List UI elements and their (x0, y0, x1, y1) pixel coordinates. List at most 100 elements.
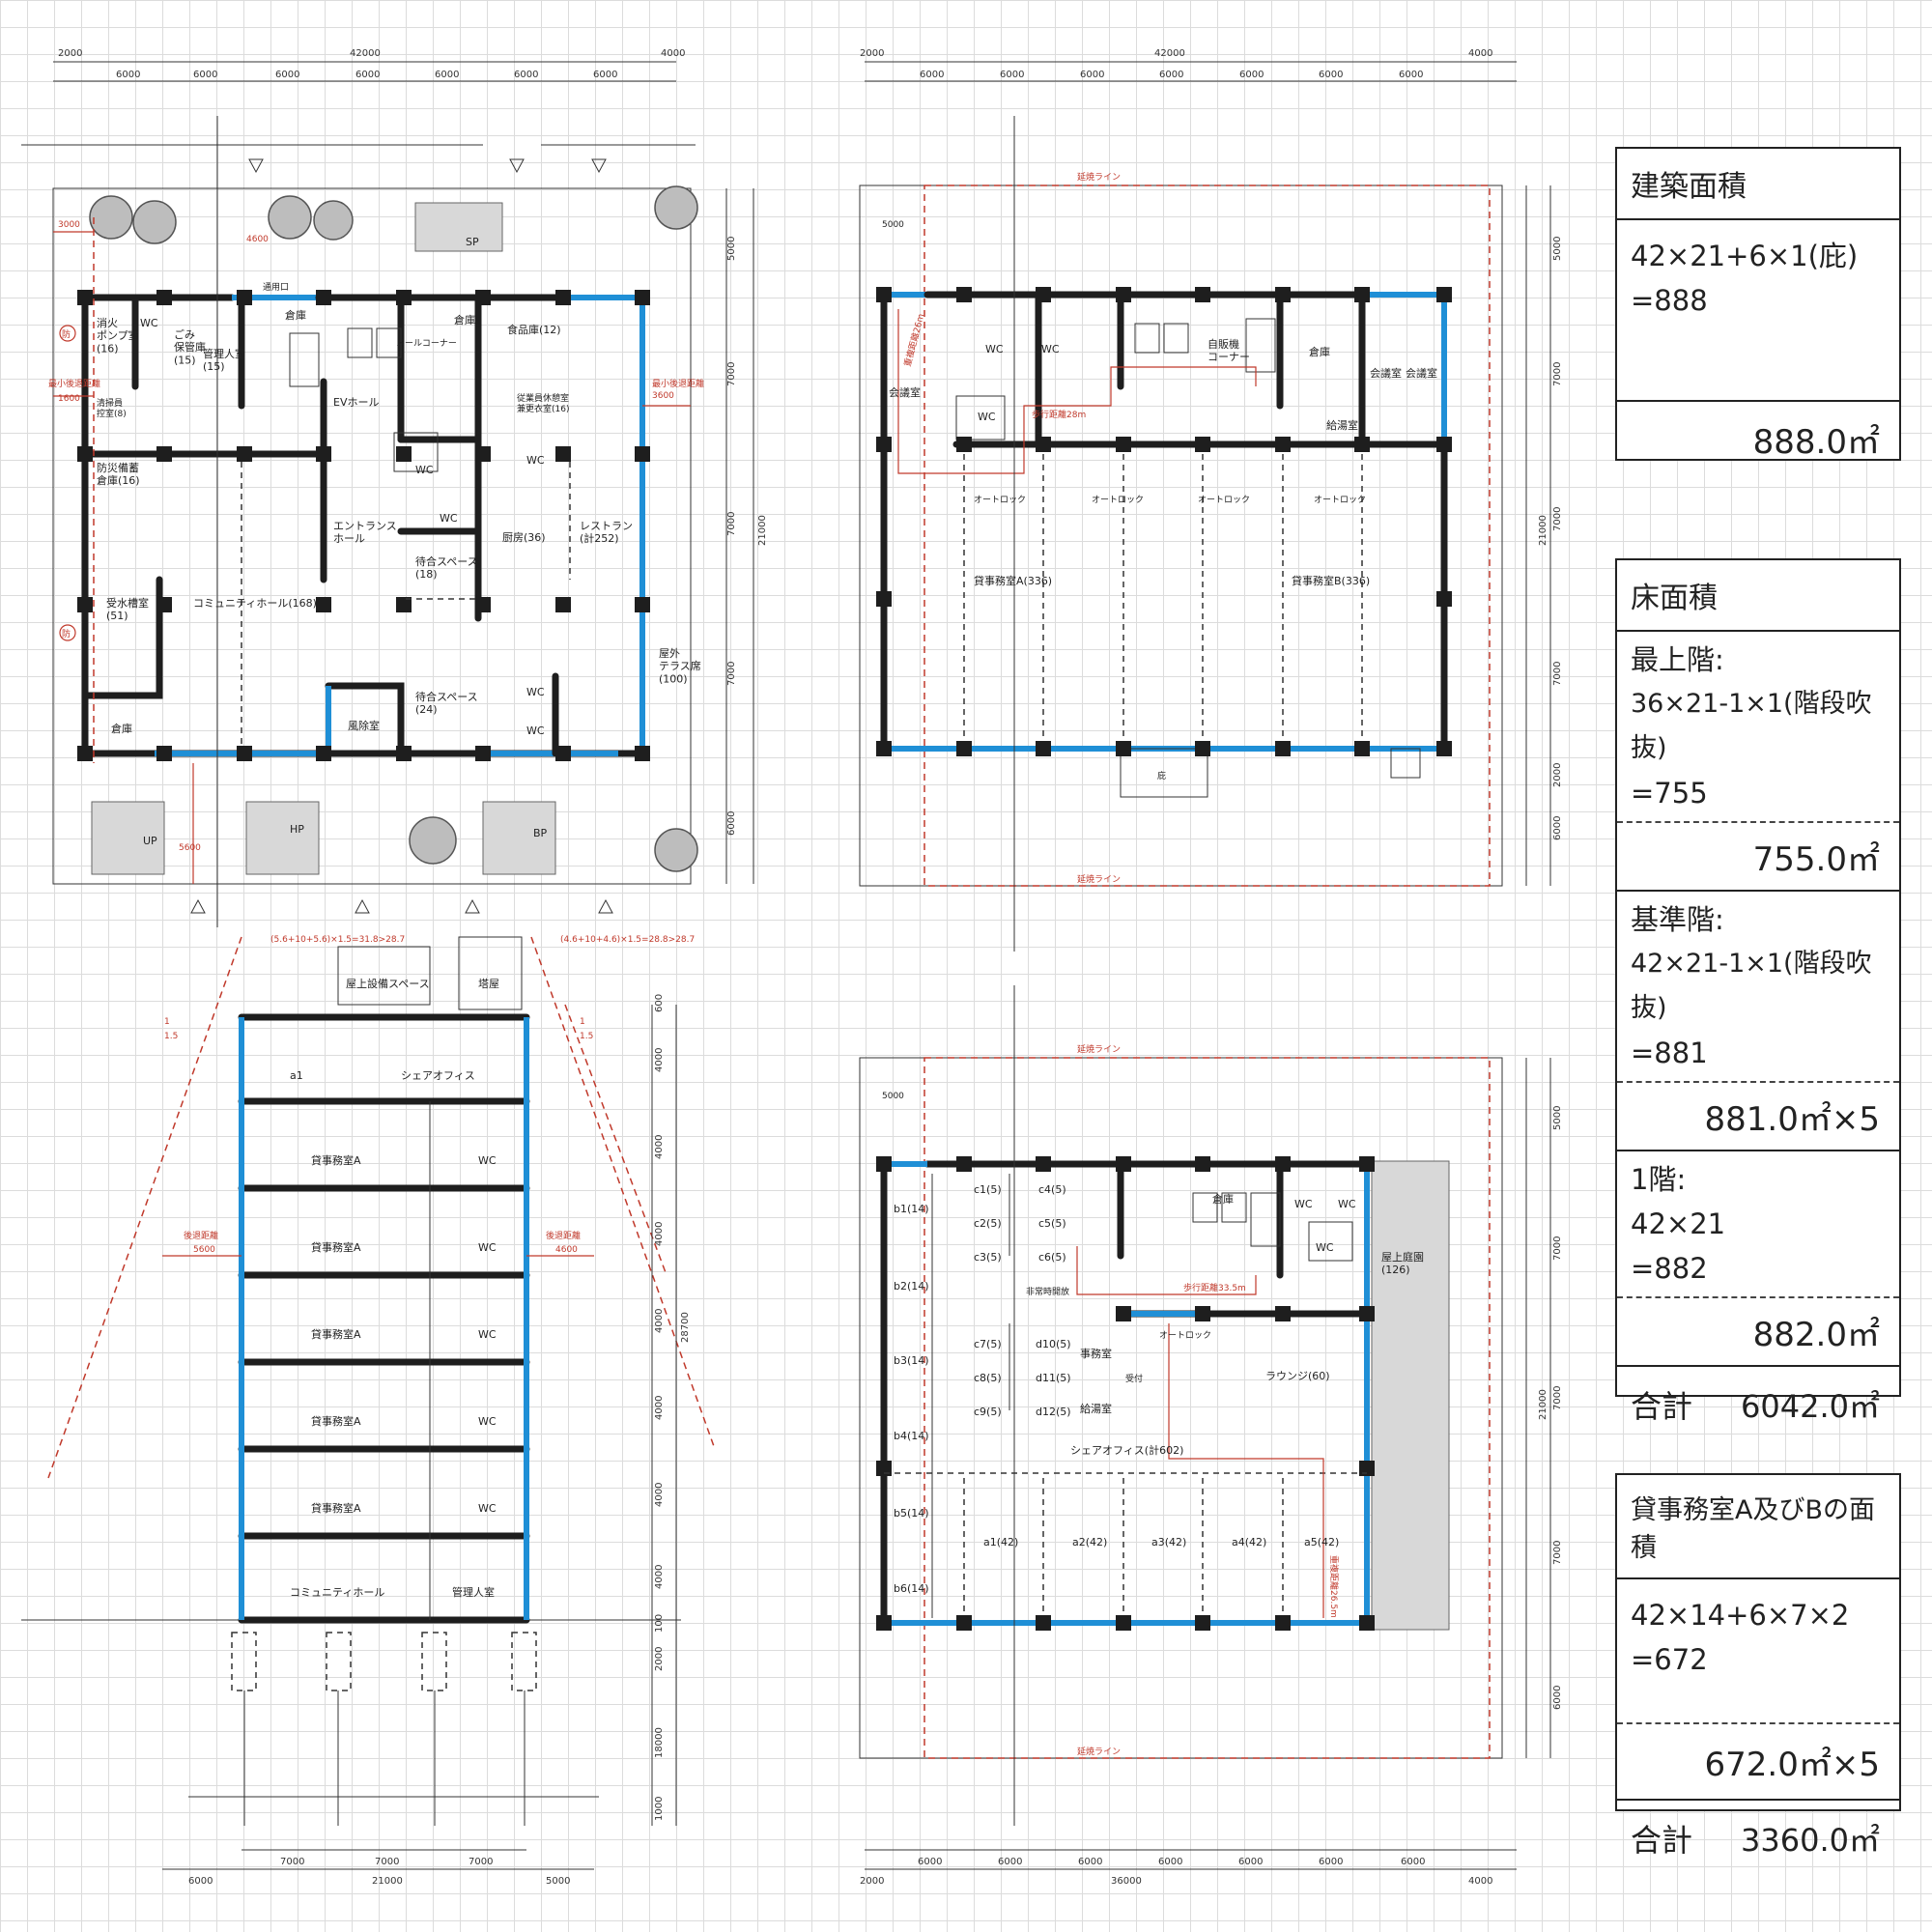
section-wc-4: WC (478, 1415, 497, 1428)
table-head: 貸事務室A及びBの面積 (1617, 1475, 1899, 1579)
plan-standard-floor: 2000 42000 4000 6000 6000 6000 6000 6000… (859, 48, 1563, 887)
section-ratio-15-r: 1.5 (580, 1032, 593, 1041)
room-okugai: 屋外テラス席(100) (659, 647, 701, 685)
enkai-line-bottom: 延焼ライン (1077, 1746, 1121, 1757)
top-floor-result: 755.0㎡ (1617, 821, 1899, 890)
dim-right-total: 21000 (1538, 515, 1548, 546)
note-5600: 5600 (179, 843, 201, 853)
dim-bay-5: 6000 (435, 70, 459, 80)
room-c1: c1(5) (974, 1183, 1002, 1196)
note-juufuku: 重複距離26m (901, 312, 926, 367)
entry-triangle (190, 898, 206, 914)
total-value: 3360.0㎡ (1741, 1822, 1880, 1859)
top-floor-label: 最上階: (1631, 643, 1724, 676)
formula-line-1: 42×21+6×1(庇) (1631, 240, 1859, 272)
room-hisashi: 庇 (1157, 770, 1166, 781)
dim-bay: 6000 (1000, 70, 1024, 80)
entry-triangle (598, 898, 613, 914)
room-a1: a1(42) (983, 1536, 1018, 1548)
section-koutai-right: 後退距離 (546, 1230, 581, 1241)
dim-right-total: 21000 (757, 515, 768, 546)
total-label: 合計 (1631, 1388, 1693, 1425)
table-head: 床面積 (1617, 560, 1899, 632)
dim-right-4: 7000 (726, 662, 737, 686)
dim-right: 6000 (1552, 1686, 1563, 1710)
room-b2: b2(14) (894, 1280, 929, 1293)
entry-triangle (509, 158, 525, 174)
top-floor-result-formula: =755 (1631, 777, 1708, 810)
dim-bottom-total: 36000 (1111, 1876, 1142, 1887)
dim-bay-1: 6000 (116, 70, 140, 80)
note-1600: 1600 (58, 394, 80, 404)
section-slant-right: (4.6+10+4.6)×1.5=28.8>28.7 (560, 935, 695, 945)
table-floor-area: 床面積 最上階: 36×21-1×1(階段吹抜) =755 755.0㎡ 基準階… (1615, 558, 1901, 1425)
dim-bay: 6000 (1078, 1857, 1102, 1867)
room-wc-2: WC (1041, 343, 1060, 355)
first-floor-result-formula: =882 (1631, 1252, 1708, 1285)
dim-bay-3: 6000 (275, 70, 299, 80)
room-c6: c6(5) (1038, 1251, 1066, 1264)
section-dim-bottom-left: 6000 (188, 1876, 213, 1887)
dim-bay: 6000 (1159, 70, 1183, 80)
room-wc-3: WC (526, 454, 545, 467)
section-touya: 塔屋 (478, 978, 499, 990)
section-dim-right: 4000 (654, 1309, 665, 1333)
dim-right-5: 6000 (726, 811, 737, 836)
section-wc-2: WC (478, 1241, 497, 1254)
room-c5: c5(5) (1038, 1217, 1066, 1230)
section-office-a-5: 貸事務室A (311, 1501, 361, 1515)
room-entrance: エントランスホール (333, 520, 397, 545)
tree (654, 828, 698, 872)
section-dim-right: 100 (654, 1614, 665, 1633)
entry-triangle (591, 158, 607, 174)
section-wc-5: WC (478, 1502, 497, 1515)
dim-right: 5000 (1552, 237, 1563, 261)
room-souko-3: 倉庫 (111, 722, 132, 735)
dim-right: 7000 (1552, 507, 1563, 531)
room-wc: WC (140, 317, 158, 329)
dim-right-2: 7000 (726, 362, 737, 386)
room-autolock-3: オートロック (1198, 495, 1250, 505)
dim-bay: 6000 (918, 1857, 942, 1867)
fire-door-mark (59, 325, 76, 342)
room-wc-3: WC (1316, 1241, 1334, 1254)
entry-triangle (465, 898, 480, 914)
section-dim-bay: 7000 (469, 1857, 493, 1867)
dim-top-right: 4000 (661, 48, 685, 59)
dim-right: 7000 (1552, 1386, 1563, 1410)
room-souko: 倉庫 (1212, 1192, 1234, 1206)
top-floor-formula: 36×21-1×1(階段吹抜) (1631, 689, 1872, 763)
dim-bay-7: 6000 (593, 70, 617, 80)
enkai-line-top: 延焼ライン (1077, 1043, 1121, 1055)
dim-bay: 6000 (1399, 70, 1423, 80)
room-office-b: 貸事務室B(336) (1292, 574, 1370, 587)
dim-bay-2: 6000 (193, 70, 217, 80)
total-value: 6042.0㎡ (1741, 1388, 1880, 1425)
section-office-a-2: 貸事務室A (311, 1240, 361, 1254)
section-wc-3: WC (478, 1328, 497, 1341)
dim-bay: 6000 (1319, 70, 1343, 80)
room-ev-hall: EVホール (333, 396, 379, 409)
note-hokou: 歩行距離28m (1032, 409, 1086, 420)
note-3600: 3600 (652, 391, 674, 401)
room-b5: b5(14) (894, 1507, 929, 1520)
table-head: 建築面積 (1617, 149, 1899, 220)
section-dim-bottom-total: 21000 (372, 1876, 403, 1887)
dim-bay-4: 6000 (355, 70, 380, 80)
parking-bp (482, 801, 556, 875)
dim-right: 5000 (1552, 1106, 1563, 1130)
section-dim-bay: 7000 (280, 1857, 304, 1867)
room-juugyouin: 従業員休憩室兼更衣室(16) (517, 392, 569, 414)
std-floor-result: 881.0㎡×5 (1617, 1081, 1899, 1150)
room-wc-5: WC (526, 686, 545, 698)
entry-triangle (248, 158, 264, 174)
section-community: コミュニティホール (290, 1586, 384, 1599)
first-floor-label: 1階: (1631, 1163, 1687, 1196)
wc-box (1308, 1221, 1353, 1262)
result-value: 888.0㎡ (1617, 400, 1899, 476)
section-share: シェアオフィス (401, 1069, 475, 1082)
room-kaigishitsu-2: 会議室 (1370, 366, 1402, 380)
fire-door-mark (59, 624, 76, 641)
room-a5: a5(42) (1304, 1536, 1339, 1548)
